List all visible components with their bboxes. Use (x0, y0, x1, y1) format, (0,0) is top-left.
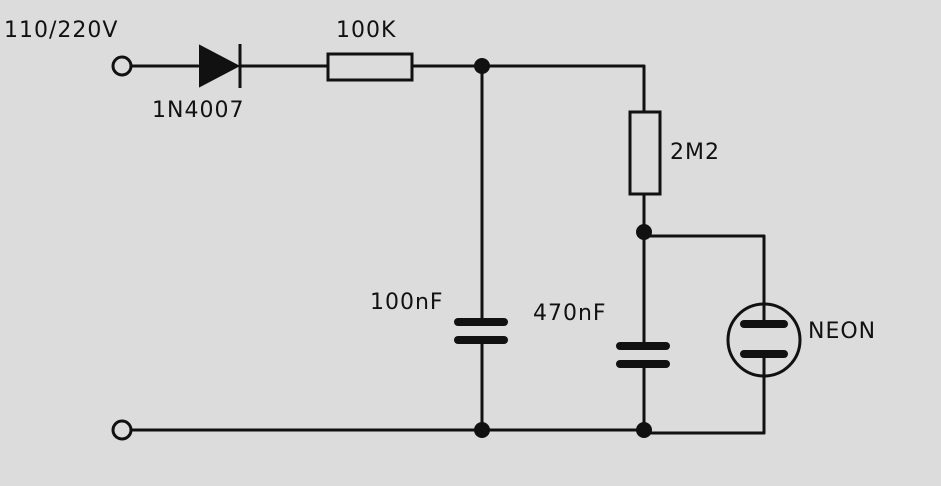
input-terminal-top (111, 55, 133, 77)
label-resistor-2m2: 2M2 (670, 140, 720, 165)
resistor-2m2 (628, 110, 662, 196)
junction-dot-bottom-left (474, 422, 490, 438)
label-resistor-100k: 100K (336, 18, 396, 43)
label-capacitor-470nf: 470nF (533, 301, 607, 326)
label-input-voltage: 110/220V (4, 18, 118, 43)
neon-lamp-symbol (726, 302, 802, 378)
label-diode: 1N4007 (152, 98, 244, 123)
junction-dot-bottom-right (636, 422, 652, 438)
input-terminal-bottom (111, 419, 133, 441)
label-neon-lamp: NEON (808, 319, 876, 344)
diode-symbol (199, 44, 242, 88)
label-capacitor-100nf: 100nF (370, 290, 444, 315)
resistor-100k (326, 52, 414, 82)
